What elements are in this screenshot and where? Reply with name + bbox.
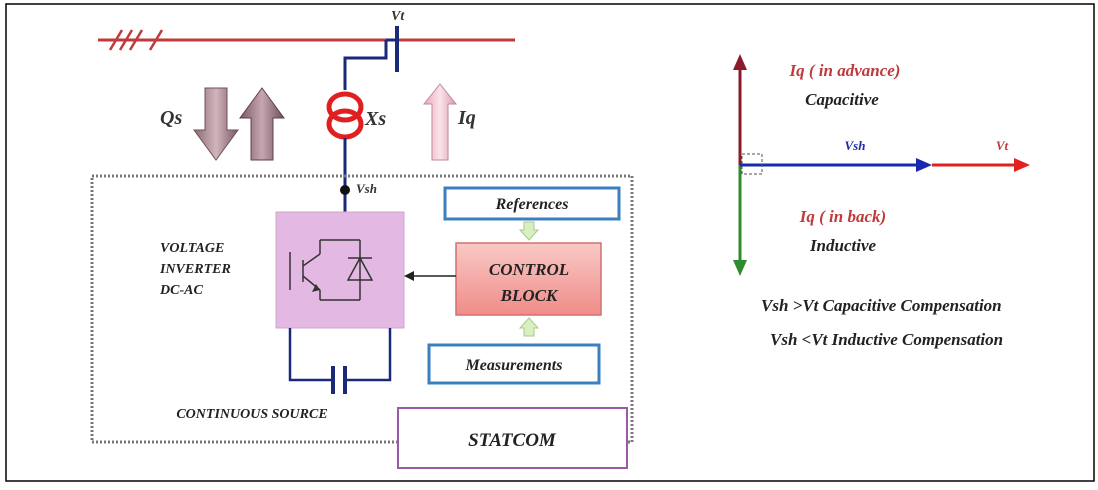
qs-up-arrow-icon bbox=[239, 87, 285, 161]
control-label-line1: CONTROL bbox=[489, 260, 569, 279]
inverter-label-line2: INVERTER bbox=[159, 262, 231, 277]
vt-arrowhead-icon bbox=[1014, 158, 1030, 172]
iq-label: Iq bbox=[457, 107, 476, 129]
iq-advance-label: Iq ( in advance) bbox=[789, 61, 901, 80]
control-signal-arrowhead-icon bbox=[404, 271, 414, 281]
references-label: References bbox=[495, 196, 569, 213]
references-box bbox=[443, 186, 621, 221]
inverter-label-line3: DC-AC bbox=[159, 283, 203, 298]
xs-label: Xs bbox=[364, 108, 386, 130]
meas-to-control-arrow-icon bbox=[518, 317, 540, 337]
iq-back-arrowhead-icon bbox=[733, 260, 747, 276]
inductive-compensation-text: Vsh <Vt Inductive Compensation bbox=[770, 330, 1003, 349]
measurements-label: Measurements bbox=[465, 357, 563, 374]
statcom-box bbox=[397, 407, 628, 469]
iq-advance-arrowhead-icon bbox=[733, 54, 747, 70]
igbt-diode-icon bbox=[289, 239, 374, 301]
inductive-label: Inductive bbox=[809, 236, 877, 255]
vsh-node-label: Vsh bbox=[356, 181, 377, 196]
inverter-block bbox=[275, 211, 405, 329]
vsh-phasor-label: Vsh bbox=[845, 138, 866, 153]
three-phase-marks bbox=[108, 29, 164, 51]
ref-to-control-arrow-icon bbox=[518, 221, 540, 241]
capacitive-compensation-text: Vsh >Vt Capacitive Compensation bbox=[761, 296, 1002, 315]
right-angle-marker bbox=[741, 153, 763, 175]
qs-down-arrow-icon bbox=[193, 87, 239, 161]
feeder-wire-top bbox=[343, 40, 388, 90]
inverter-label-line1: VOLTAGE bbox=[160, 241, 224, 256]
qs-label: Qs bbox=[160, 107, 182, 129]
vt-bus-label: Vt bbox=[391, 9, 405, 24]
iq-arrow-icon bbox=[422, 83, 458, 161]
vsh-node bbox=[340, 185, 350, 195]
control-block bbox=[455, 242, 602, 316]
vt-phasor-label: Vt bbox=[996, 138, 1009, 153]
capacitive-label: Capacitive bbox=[805, 90, 879, 109]
statcom-label: STATCOM bbox=[468, 430, 557, 451]
measurements-box bbox=[427, 343, 601, 385]
dc-wire-left bbox=[288, 328, 331, 382]
statcom-boundary bbox=[90, 174, 634, 444]
iq-back-label: Iq ( in back) bbox=[799, 207, 886, 226]
outer-frame bbox=[5, 3, 1095, 482]
vsh-arrowhead-icon bbox=[916, 158, 932, 172]
continuous-source-label: CONTINUOUS SOURCE bbox=[176, 407, 327, 422]
transformer-icon bbox=[326, 91, 364, 140]
control-label-line2: BLOCK bbox=[500, 286, 559, 305]
dc-wire-right bbox=[347, 328, 392, 382]
